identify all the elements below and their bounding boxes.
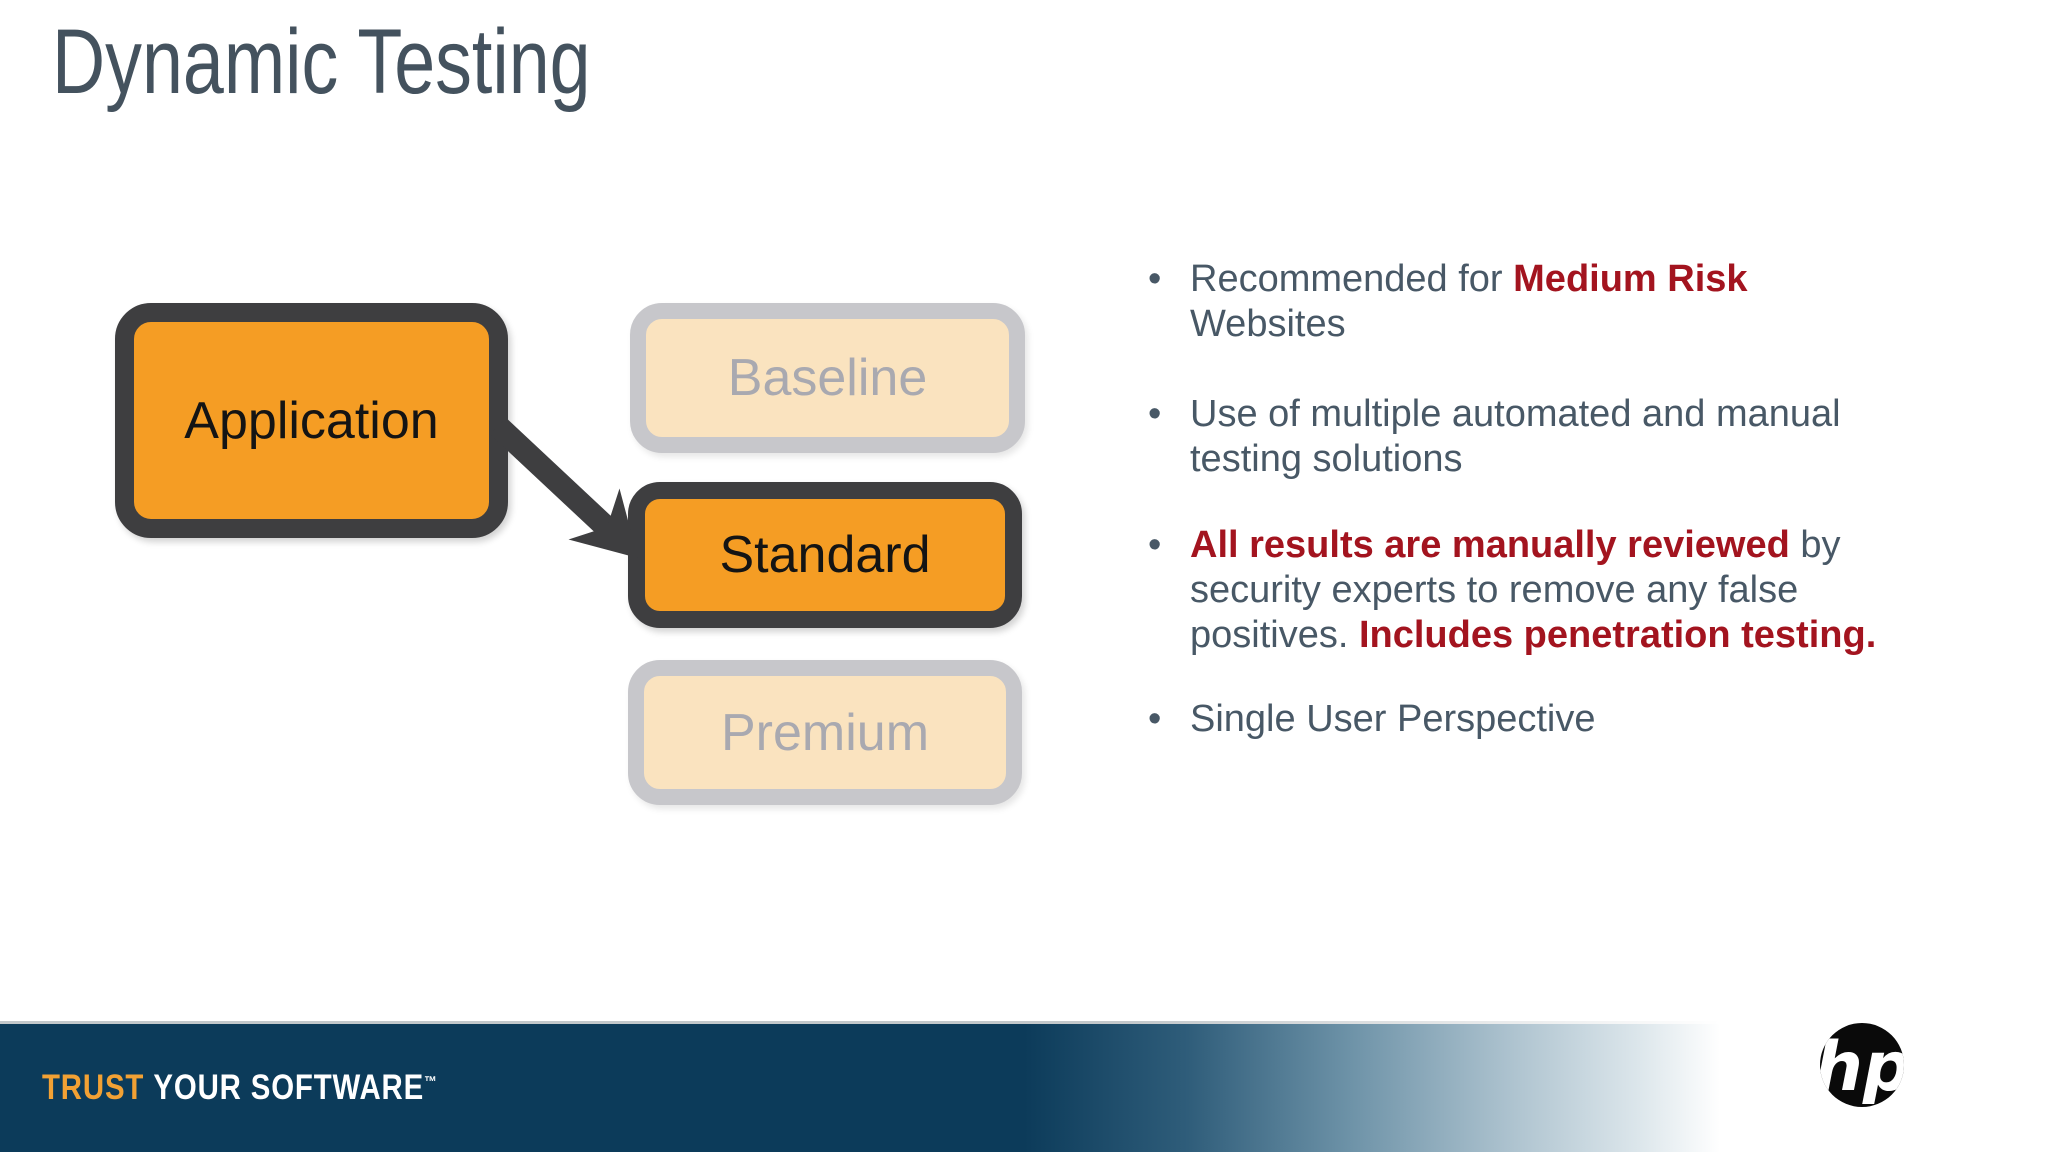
- tagline-trust: TRUST: [42, 1068, 145, 1107]
- box-label-application: Application: [184, 391, 439, 450]
- bullet-dot-icon: •: [1148, 258, 1162, 300]
- footer-divider: [0, 1021, 2048, 1024]
- diagram-box-premium: Premium: [628, 660, 1022, 805]
- page-title: Dynamic Testing: [52, 11, 591, 113]
- bullet-dot-icon: •: [1148, 393, 1162, 435]
- hp-logo-text: hp: [1819, 1028, 1905, 1107]
- bullet-dot-icon: •: [1148, 698, 1162, 740]
- tagline-your-software: YOUR SOFTWARE: [153, 1068, 425, 1107]
- box-label-baseline: Baseline: [727, 349, 928, 407]
- bullet-item: • Single User Perspective: [1148, 697, 2008, 742]
- box-label-standard: Standard: [719, 526, 931, 584]
- bullet-dot-icon: •: [1148, 524, 1162, 566]
- box-label-premium: Premium: [720, 703, 930, 762]
- trademark-symbol: ™: [424, 1073, 438, 1091]
- hp-logo-icon: hp: [1819, 1023, 1905, 1107]
- diagram-box-standard: Standard: [628, 482, 1022, 628]
- diagram-box-application: Application: [115, 303, 508, 538]
- bullet-text: Single User Perspective: [1190, 698, 1596, 740]
- diagram-box-baseline: Baseline: [630, 303, 1025, 453]
